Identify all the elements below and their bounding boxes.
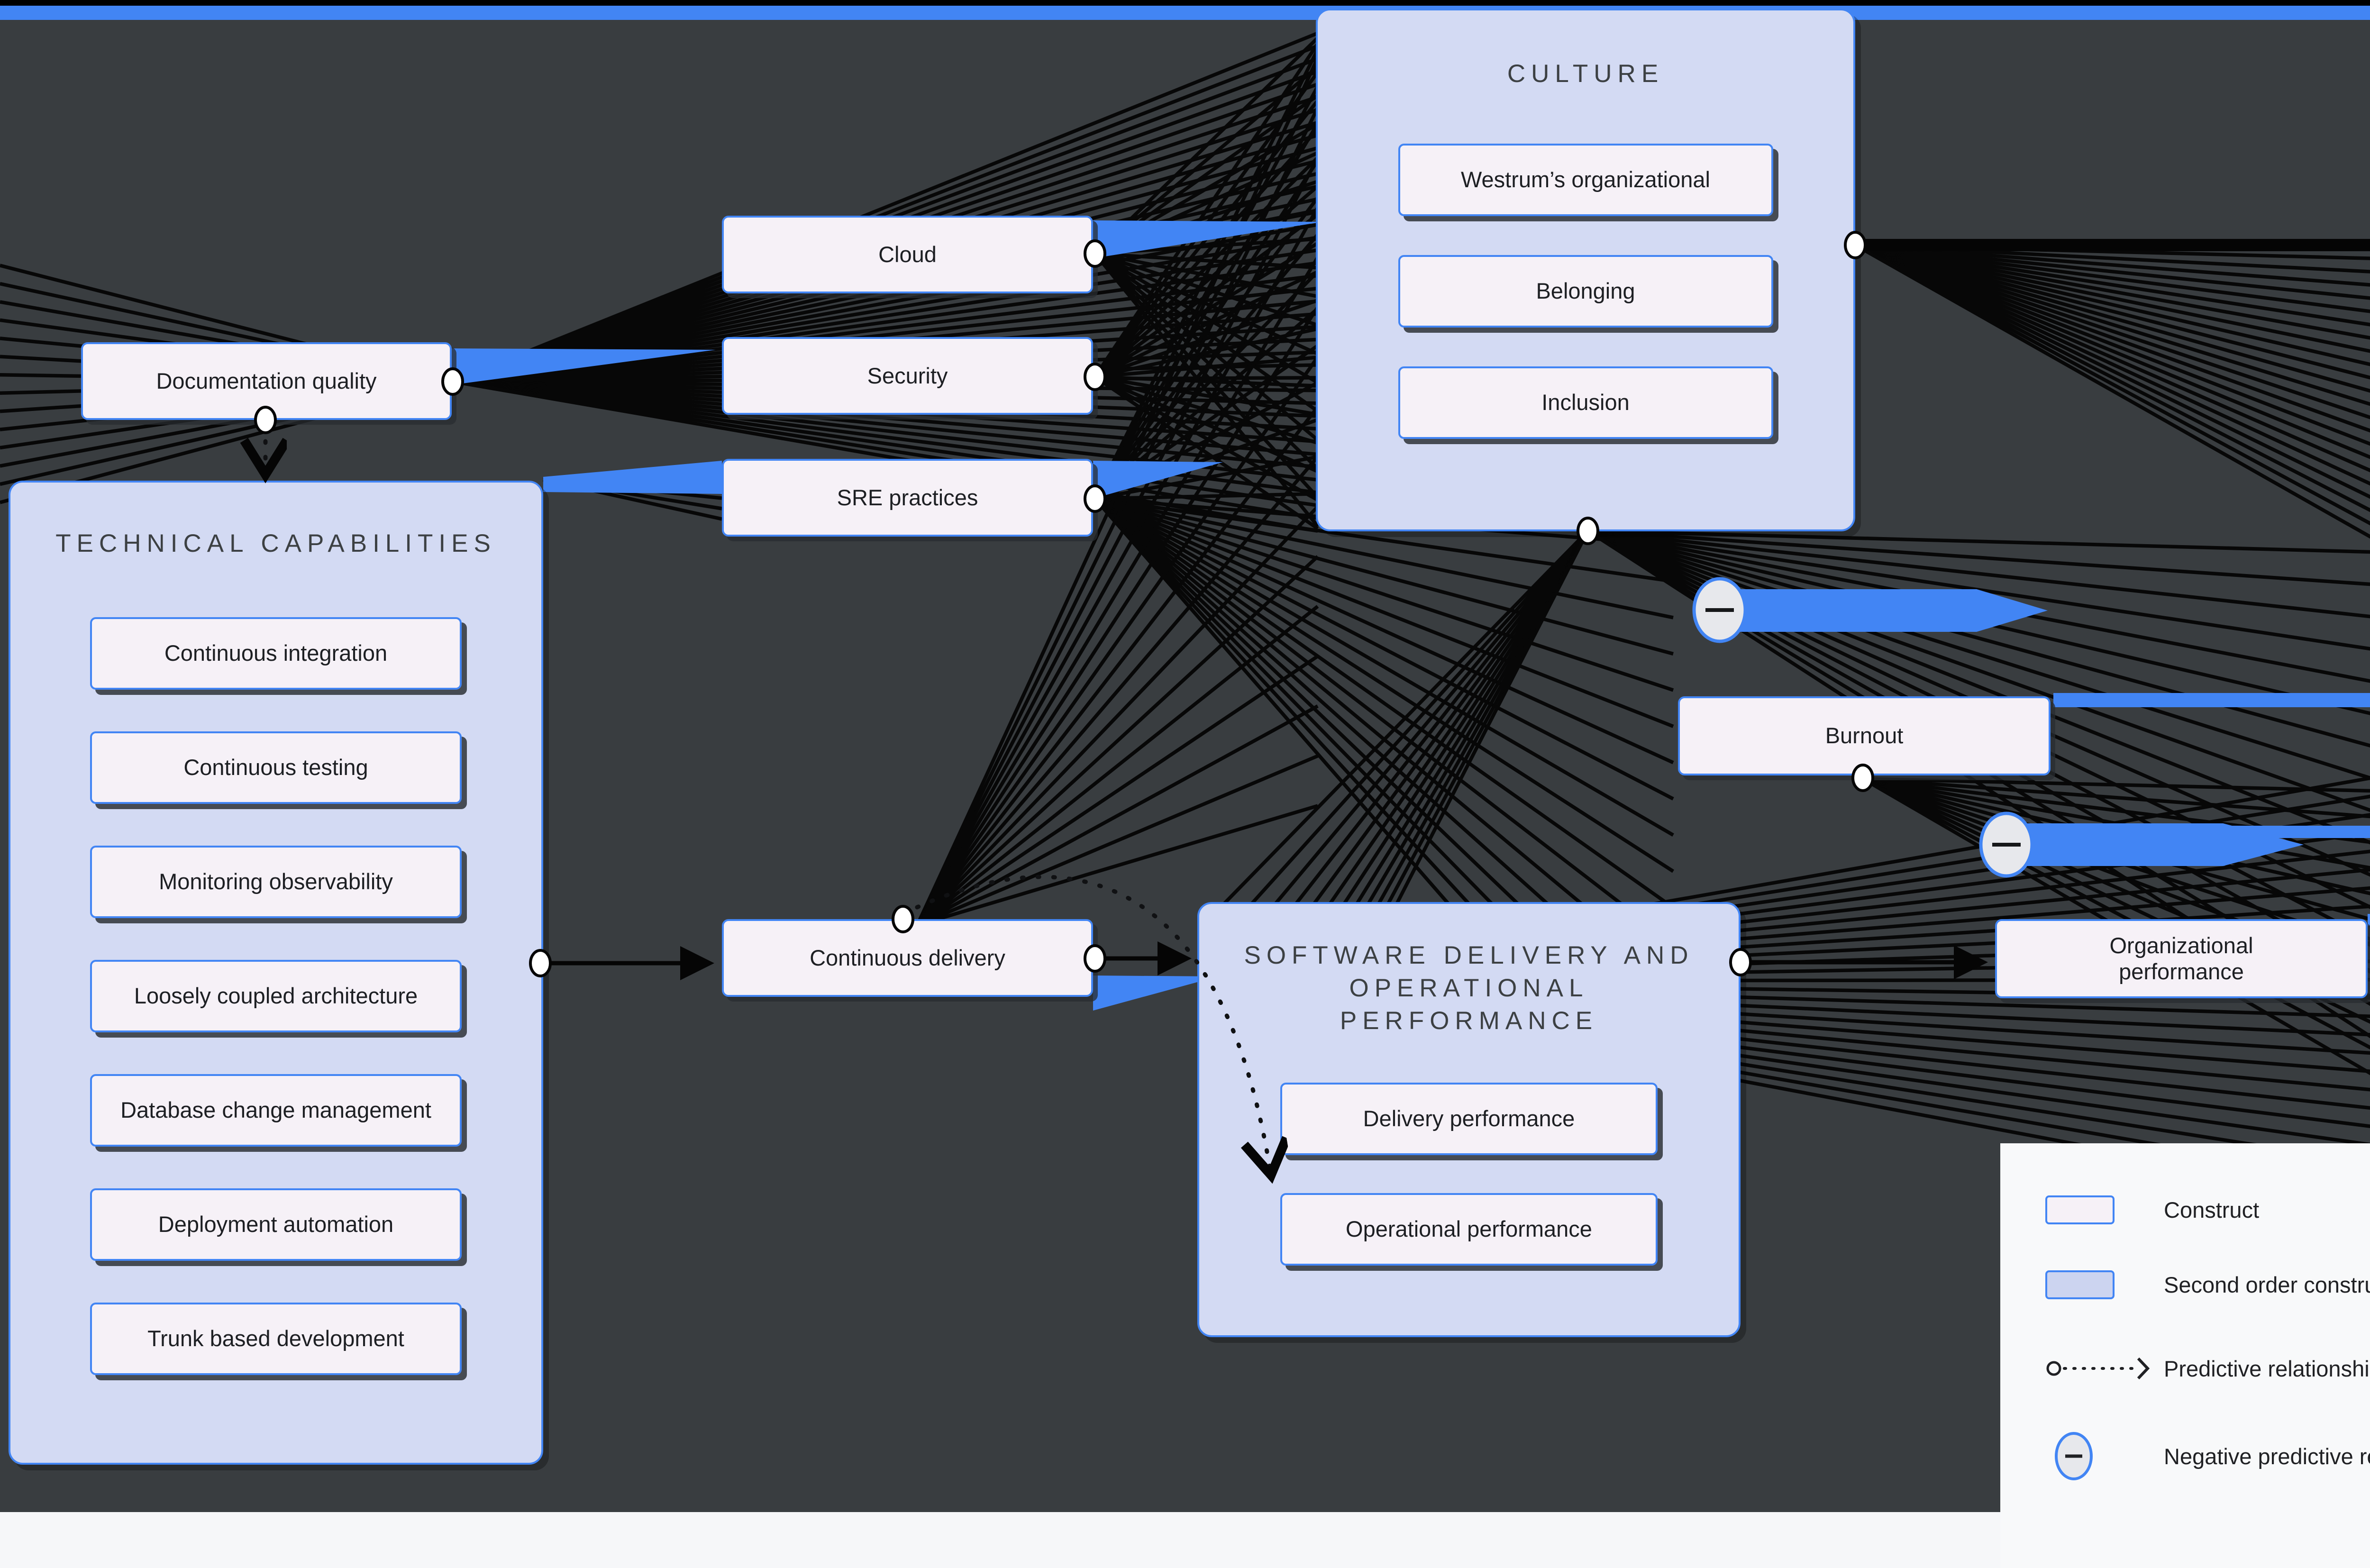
legend-label: Second order construct: [2164, 1272, 2370, 1297]
legend: Construct Second order construct Predict…: [2000, 1143, 2370, 1568]
construct-belonging: Belonging: [1398, 255, 1773, 328]
construct-operational-performance: Operational performance: [1280, 1193, 1658, 1266]
legend-row-construct: Construct: [2045, 1195, 2259, 1224]
culture-title: CULTURE: [1507, 60, 1664, 88]
construct-continuous-delivery: Continuous delivery: [722, 919, 1093, 997]
top-black-strip: [0, 0, 2370, 6]
software-delivery-title: SOFTWARE DELIVERY AND OPERATIONAL PERFOR…: [1244, 941, 1694, 1035]
bottom-light-strip: [0, 1512, 2370, 1568]
construct-continuous-testing: Continuous testing: [90, 731, 462, 804]
legend-row-negative: Negative predictive relationship: [2045, 1428, 2370, 1485]
legend-label: Negative predictive relationship: [2164, 1443, 2370, 1469]
construct-deployment-automation: Deployment automation: [90, 1188, 462, 1261]
construct-organizational-performance: Organizational performance: [1995, 919, 2368, 998]
construct-swatch-icon: [2045, 1195, 2115, 1224]
construct-database-change-management: Database change management: [90, 1074, 462, 1147]
negative-predictive-relationship-icon: [2055, 1432, 2093, 1480]
legend-row-predictive: Predictive relationship: [2045, 1352, 2370, 1385]
culture-group: CULTURE Westrum’s organizational Belongi…: [1316, 9, 1855, 531]
construct-inclusion: Inclusion: [1398, 366, 1773, 439]
predictive-relationship-icon: [2046, 1357, 2150, 1380]
top-blue-bar: [0, 6, 2370, 20]
construct-delivery-performance: Delivery performance: [1280, 1082, 1658, 1155]
construct-cloud: Cloud: [722, 216, 1093, 293]
construct-westrum: Westrum’s organizational: [1398, 143, 1773, 216]
legend-label: Construct: [2164, 1197, 2260, 1222]
construct-security: Security: [722, 337, 1093, 415]
second-order-swatch-icon: [2045, 1270, 2115, 1299]
technical-capabilities-title: TECHNICAL CAPABILITIES: [55, 529, 496, 557]
construct-sre-practices: SRE practices: [722, 459, 1093, 537]
construct-continuous-integration: Continuous integration: [90, 617, 462, 690]
legend-label: Predictive relationship: [2164, 1356, 2370, 1381]
construct-trunk-based-development: Trunk based development: [90, 1302, 462, 1375]
legend-row-second-order: Second order construct: [2045, 1270, 2370, 1299]
technical-capabilities-group: TECHNICAL CAPABILITIES Continuous integr…: [9, 481, 543, 1465]
software-delivery-group: SOFTWARE DELIVERY AND OPERATIONAL PERFOR…: [1197, 902, 1741, 1337]
construct-monitoring-observability: Monitoring observability: [90, 845, 462, 918]
construct-burnout: Burnout: [1678, 696, 2051, 775]
construct-documentation-quality: Documentation quality: [81, 342, 452, 420]
construct-loosely-coupled-architecture: Loosely coupled architecture: [90, 959, 462, 1032]
